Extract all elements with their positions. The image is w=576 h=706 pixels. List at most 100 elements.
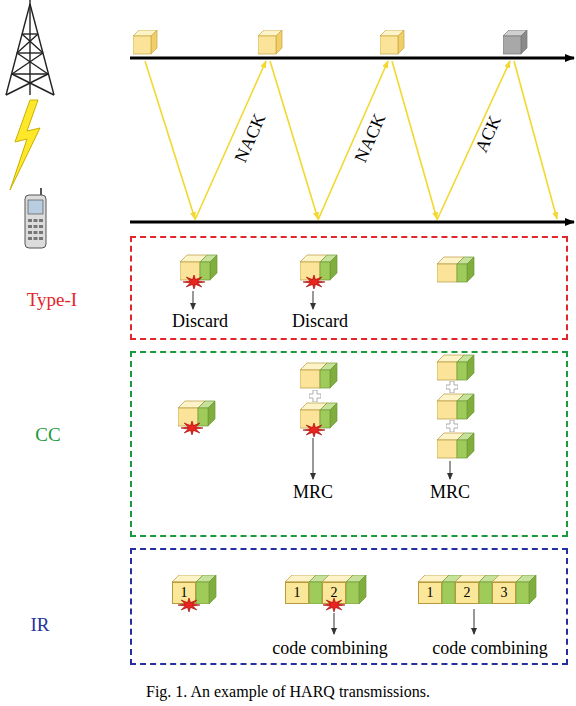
ir-segment: 2 xyxy=(455,582,479,604)
tower-bar xyxy=(22,33,38,34)
tower-leg xyxy=(29,4,30,95)
down-arrow xyxy=(450,461,451,479)
error-star xyxy=(181,421,203,435)
feedback-label: NACK xyxy=(350,111,389,166)
new-packet xyxy=(503,30,527,54)
segment-number: 2 xyxy=(331,585,338,601)
error-star xyxy=(303,275,325,289)
tower-brace xyxy=(12,74,54,95)
phone-key xyxy=(28,231,32,234)
phone-keypad xyxy=(28,219,43,240)
phone-key xyxy=(39,237,43,240)
scheme-region: CC xyxy=(130,351,568,537)
phone-key xyxy=(34,237,38,240)
tx-timeline xyxy=(130,57,574,60)
feedback-label: NACK xyxy=(230,111,269,166)
down-arrow xyxy=(334,613,335,634)
phone-key xyxy=(39,225,43,228)
tower-brace xyxy=(12,53,43,74)
error-star xyxy=(303,423,325,437)
plus-sign xyxy=(446,420,458,432)
tower-brace xyxy=(17,53,48,74)
tower-bar xyxy=(12,73,48,74)
tower-brace xyxy=(22,34,43,53)
ir-segment: 1 xyxy=(285,582,309,604)
plus-sign xyxy=(309,390,321,402)
down-arrow xyxy=(193,291,194,309)
action-label: code combining xyxy=(432,638,547,658)
downlink-line xyxy=(392,61,437,219)
phone-key xyxy=(28,225,32,228)
downlink-line xyxy=(145,61,195,219)
phone-icon xyxy=(25,188,46,248)
rx-packet xyxy=(180,255,217,280)
phone-screen xyxy=(28,200,43,214)
down-arrow xyxy=(474,609,475,634)
rx-timeline xyxy=(130,221,574,224)
segment-side xyxy=(359,575,366,604)
downlink-line xyxy=(514,61,557,219)
phone-key xyxy=(34,219,38,222)
ir-segment: 1 xyxy=(418,582,442,604)
action-label: Discard xyxy=(292,311,348,331)
phone-key xyxy=(39,219,43,222)
parity-segment xyxy=(516,575,536,604)
action-label: MRC xyxy=(430,482,470,502)
action-label: code combining xyxy=(272,638,387,658)
scheme-name: CC xyxy=(35,424,60,446)
phone-key xyxy=(28,219,32,222)
tower-mast xyxy=(29,0,30,4)
tx-packet xyxy=(133,30,157,54)
rx-packet xyxy=(300,403,337,428)
tower-brace xyxy=(17,34,38,53)
feedback-label: ACK xyxy=(471,113,505,156)
rx-packet xyxy=(300,363,337,388)
segment-side xyxy=(209,575,216,604)
figure-caption: Fig. 1. An example of HARQ transmissions… xyxy=(146,682,430,702)
phone-key xyxy=(34,225,38,228)
lightning-bolt xyxy=(10,100,40,190)
error-star xyxy=(323,598,345,612)
error-star xyxy=(178,598,200,612)
parity-segment xyxy=(346,575,366,604)
rx-packet xyxy=(178,401,215,426)
ir-segment: 2 xyxy=(322,582,346,604)
tower-icon xyxy=(6,0,54,95)
scheme-name: Type-I xyxy=(27,289,77,311)
tower-brace xyxy=(6,74,48,95)
rx-packet xyxy=(300,255,337,280)
segment-side xyxy=(529,575,536,604)
down-arrow xyxy=(313,291,314,309)
action-label: Discard xyxy=(172,311,228,331)
phone-key xyxy=(28,237,32,240)
segment-number: 1 xyxy=(427,585,434,601)
phone-key xyxy=(39,231,43,234)
down-arrow xyxy=(313,438,314,479)
tower-bar xyxy=(17,52,43,53)
plus-sign xyxy=(446,381,458,393)
segment-number: 2 xyxy=(464,585,471,601)
rx-packet xyxy=(437,433,474,458)
tx-packet xyxy=(380,30,404,54)
rx-packet xyxy=(437,355,474,380)
downlink-line xyxy=(270,61,318,219)
tx-packet xyxy=(258,30,282,54)
ir-segment: 1 xyxy=(172,582,196,604)
rx-packet xyxy=(437,394,474,419)
uplink-line xyxy=(437,61,510,220)
ir-segment: 3 xyxy=(492,582,516,604)
segment-number: 3 xyxy=(501,585,508,601)
parity-segment xyxy=(196,575,216,604)
feedback-lines xyxy=(145,61,557,220)
phone-key xyxy=(34,231,38,234)
segment-number: 1 xyxy=(294,585,301,601)
scheme-name: IR xyxy=(31,614,50,636)
action-label: MRC xyxy=(293,482,333,502)
segment-number: 1 xyxy=(181,585,188,601)
error-star xyxy=(183,275,205,289)
phone-body xyxy=(25,195,46,248)
rx-packet xyxy=(437,257,474,282)
